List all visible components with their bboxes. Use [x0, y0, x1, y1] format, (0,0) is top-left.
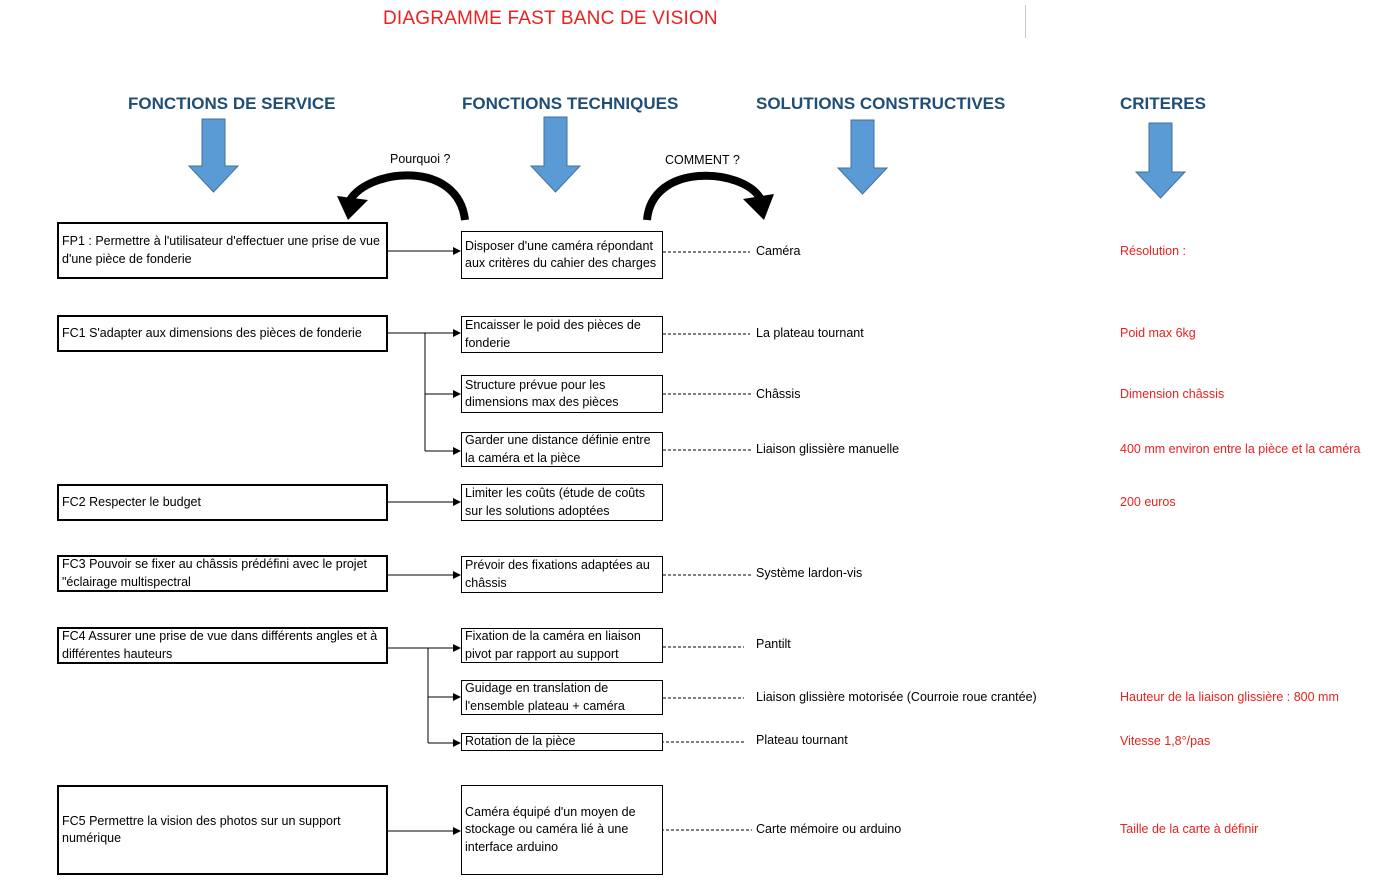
down-arrow-icon	[1134, 122, 1187, 199]
criterion-label: Poid max 6kg	[1120, 326, 1196, 340]
solution-label: Plateau tournant	[756, 733, 848, 747]
criterion-label: Dimension châssis	[1120, 387, 1225, 401]
technical-function-box: Structure prévue pour les dimensions max…	[461, 375, 663, 413]
why-question-label: Pourquoi ?	[390, 152, 451, 166]
solution-label: Caméra	[756, 244, 801, 258]
down-arrow-icon	[187, 118, 240, 193]
service-function-fp1: FP1 : Permettre à l'utilisateur d'effect…	[57, 222, 388, 279]
technical-function-box: Prévoir des fixations adaptées au châssi…	[461, 556, 663, 593]
solution-label: La plateau tournant	[756, 326, 864, 340]
technical-function-box: Disposer d'une caméra répondant aux crit…	[461, 231, 663, 279]
technical-function-box: Garder une distance définie entre la cam…	[461, 432, 663, 467]
solution-label: Carte mémoire ou arduino	[756, 822, 902, 836]
criterion-label: Résolution :	[1120, 244, 1187, 258]
solution-label: Liaison glissière manuelle	[756, 442, 900, 456]
how-question-label: COMMENT ?	[665, 153, 740, 167]
criterion-label: 200 euros	[1120, 495, 1176, 509]
criterion-label: Taille de la carte à définir	[1120, 822, 1259, 836]
technical-function-box: Caméra équipé d'un moyen de stockage ou …	[461, 785, 663, 875]
service-function-fc5: FC5 Permettre la vision des photos sur u…	[57, 785, 388, 875]
technical-function-box: Rotation de la pièce	[461, 733, 663, 751]
criterion-label: 400 mm environ entre la pièce et la camé…	[1120, 442, 1361, 456]
criterion-label: Hauteur de la liaison glissière : 800 mm	[1120, 690, 1339, 704]
diagram-title: DIAGRAMME FAST BANC DE VISION	[383, 8, 718, 29]
why-curved-arrow-icon	[346, 171, 469, 221]
down-arrow-icon	[836, 119, 889, 195]
service-function-fc3: FC3 Pouvoir se fixer au châssis prédéfin…	[57, 555, 388, 592]
vertical-separator	[1025, 5, 1026, 38]
down-arrow-icon	[529, 116, 582, 193]
solution-label: Système lardon-vis	[756, 566, 863, 580]
service-function-fc2: FC2 Respecter le budget	[57, 484, 388, 521]
solution-label: Châssis	[756, 387, 801, 401]
criterion-label: Vitesse 1,8°/pas	[1120, 734, 1211, 748]
solution-label: Liaison glissière motorisée (Courroie ro…	[756, 690, 1037, 704]
header-service-functions: FONCTIONS DE SERVICE	[128, 94, 336, 113]
header-criteria: CRITERES	[1120, 94, 1206, 113]
service-function-fc1: FC1 S'adapter aux dimensions des pièces …	[57, 315, 388, 352]
service-function-fc4: FC4 Assurer une prise de vue dans différ…	[57, 627, 388, 664]
header-constructive-solutions: SOLUTIONS CONSTRUCTIVES	[756, 94, 1006, 113]
technical-function-box: Fixation de la caméra en liaison pivot p…	[461, 628, 663, 663]
solution-label: Pantilt	[756, 637, 791, 651]
header-technical-functions: FONCTIONS TECHNIQUES	[462, 94, 679, 113]
technical-function-box: Guidage en translation de l'ensemble pla…	[461, 680, 663, 715]
how-curved-arrow-icon	[643, 171, 764, 221]
technical-function-box: Limiter les coûts (étude de coûts sur le…	[461, 484, 663, 521]
technical-function-box: Encaisser le poid des pièces de fonderie	[461, 316, 663, 353]
